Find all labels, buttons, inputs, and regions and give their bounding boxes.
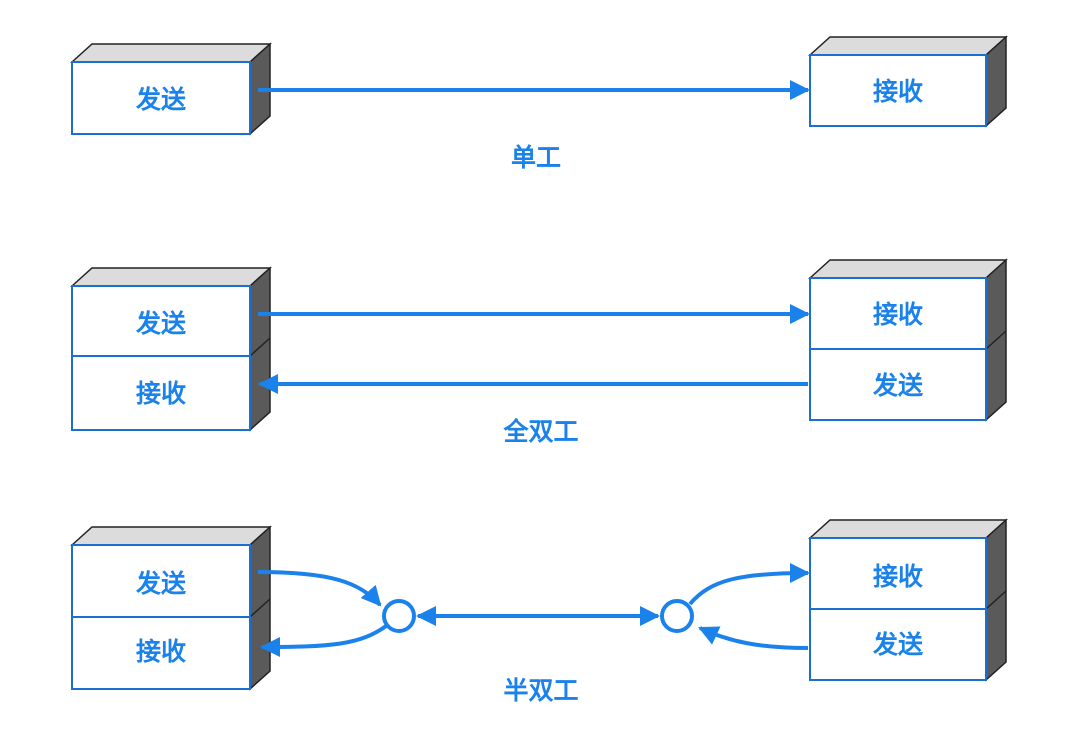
full-duplex-right-label-0: 接收 xyxy=(873,300,923,329)
half-duplex-left-label-1: 接收 xyxy=(136,637,186,666)
simplex-left-label-0: 发送 xyxy=(135,85,186,114)
full-duplex-section: 发送 接收 接收 发送 全双工 xyxy=(70,258,1008,446)
box-top xyxy=(808,36,1008,56)
half-duplex-section: 发送 接收 接收 发送 半双工 xyxy=(70,518,1008,705)
full-duplex-left-label-1: 接收 xyxy=(136,379,186,408)
half-duplex-right-receive-curve xyxy=(688,563,810,606)
half-duplex-left-receive-curve xyxy=(260,624,388,657)
box-top xyxy=(808,259,1008,279)
half-duplex-left-send-curve xyxy=(257,570,382,607)
box-face xyxy=(809,54,987,127)
box-side-divider xyxy=(985,590,1007,610)
simplex-section: 发送 接收 单工 xyxy=(70,35,1008,172)
half-duplex-left-label-0: 发送 xyxy=(135,569,186,598)
box-face-upper xyxy=(809,537,987,610)
half-duplex-caption: 半双工 xyxy=(503,676,578,705)
box-side-divider xyxy=(249,337,271,357)
box-face-lower xyxy=(809,608,987,681)
half-duplex-right-send-curve xyxy=(698,626,809,650)
half-duplex-left-box: 发送 接收 xyxy=(70,525,272,691)
simplex-caption: 单工 xyxy=(511,143,561,172)
half-duplex-right-label-0: 接收 xyxy=(873,562,923,591)
box-face-lower xyxy=(809,348,987,421)
box-face-upper xyxy=(809,277,987,350)
simplex-left-box: 发送 xyxy=(70,42,272,136)
box-top xyxy=(70,526,272,546)
half-duplex-right-label-1: 发送 xyxy=(872,630,923,659)
box-face-lower xyxy=(71,355,251,431)
box-face-lower xyxy=(71,616,251,690)
full-duplex-right-label-1: 发送 xyxy=(872,371,923,400)
box-top xyxy=(70,43,272,63)
box-top xyxy=(70,267,272,287)
full-duplex-left-box: 发送 接收 xyxy=(70,266,272,432)
half-duplex-left-switch-node xyxy=(382,599,416,633)
half-duplex-right-switch-node xyxy=(660,599,694,633)
box-side-divider xyxy=(985,330,1007,350)
simplex-right-box: 接收 xyxy=(808,35,1008,128)
full-duplex-right-box: 接收 发送 xyxy=(808,258,1008,422)
full-duplex-caption: 全双工 xyxy=(502,417,578,446)
simplex-right-label-0: 接收 xyxy=(873,77,923,106)
half-duplex-right-box: 接收 发送 xyxy=(808,518,1008,682)
box-face xyxy=(71,61,251,135)
full-duplex-left-label-0: 发送 xyxy=(135,309,186,338)
box-side xyxy=(249,266,271,432)
box-top xyxy=(808,519,1008,539)
box-side-divider xyxy=(249,598,271,618)
